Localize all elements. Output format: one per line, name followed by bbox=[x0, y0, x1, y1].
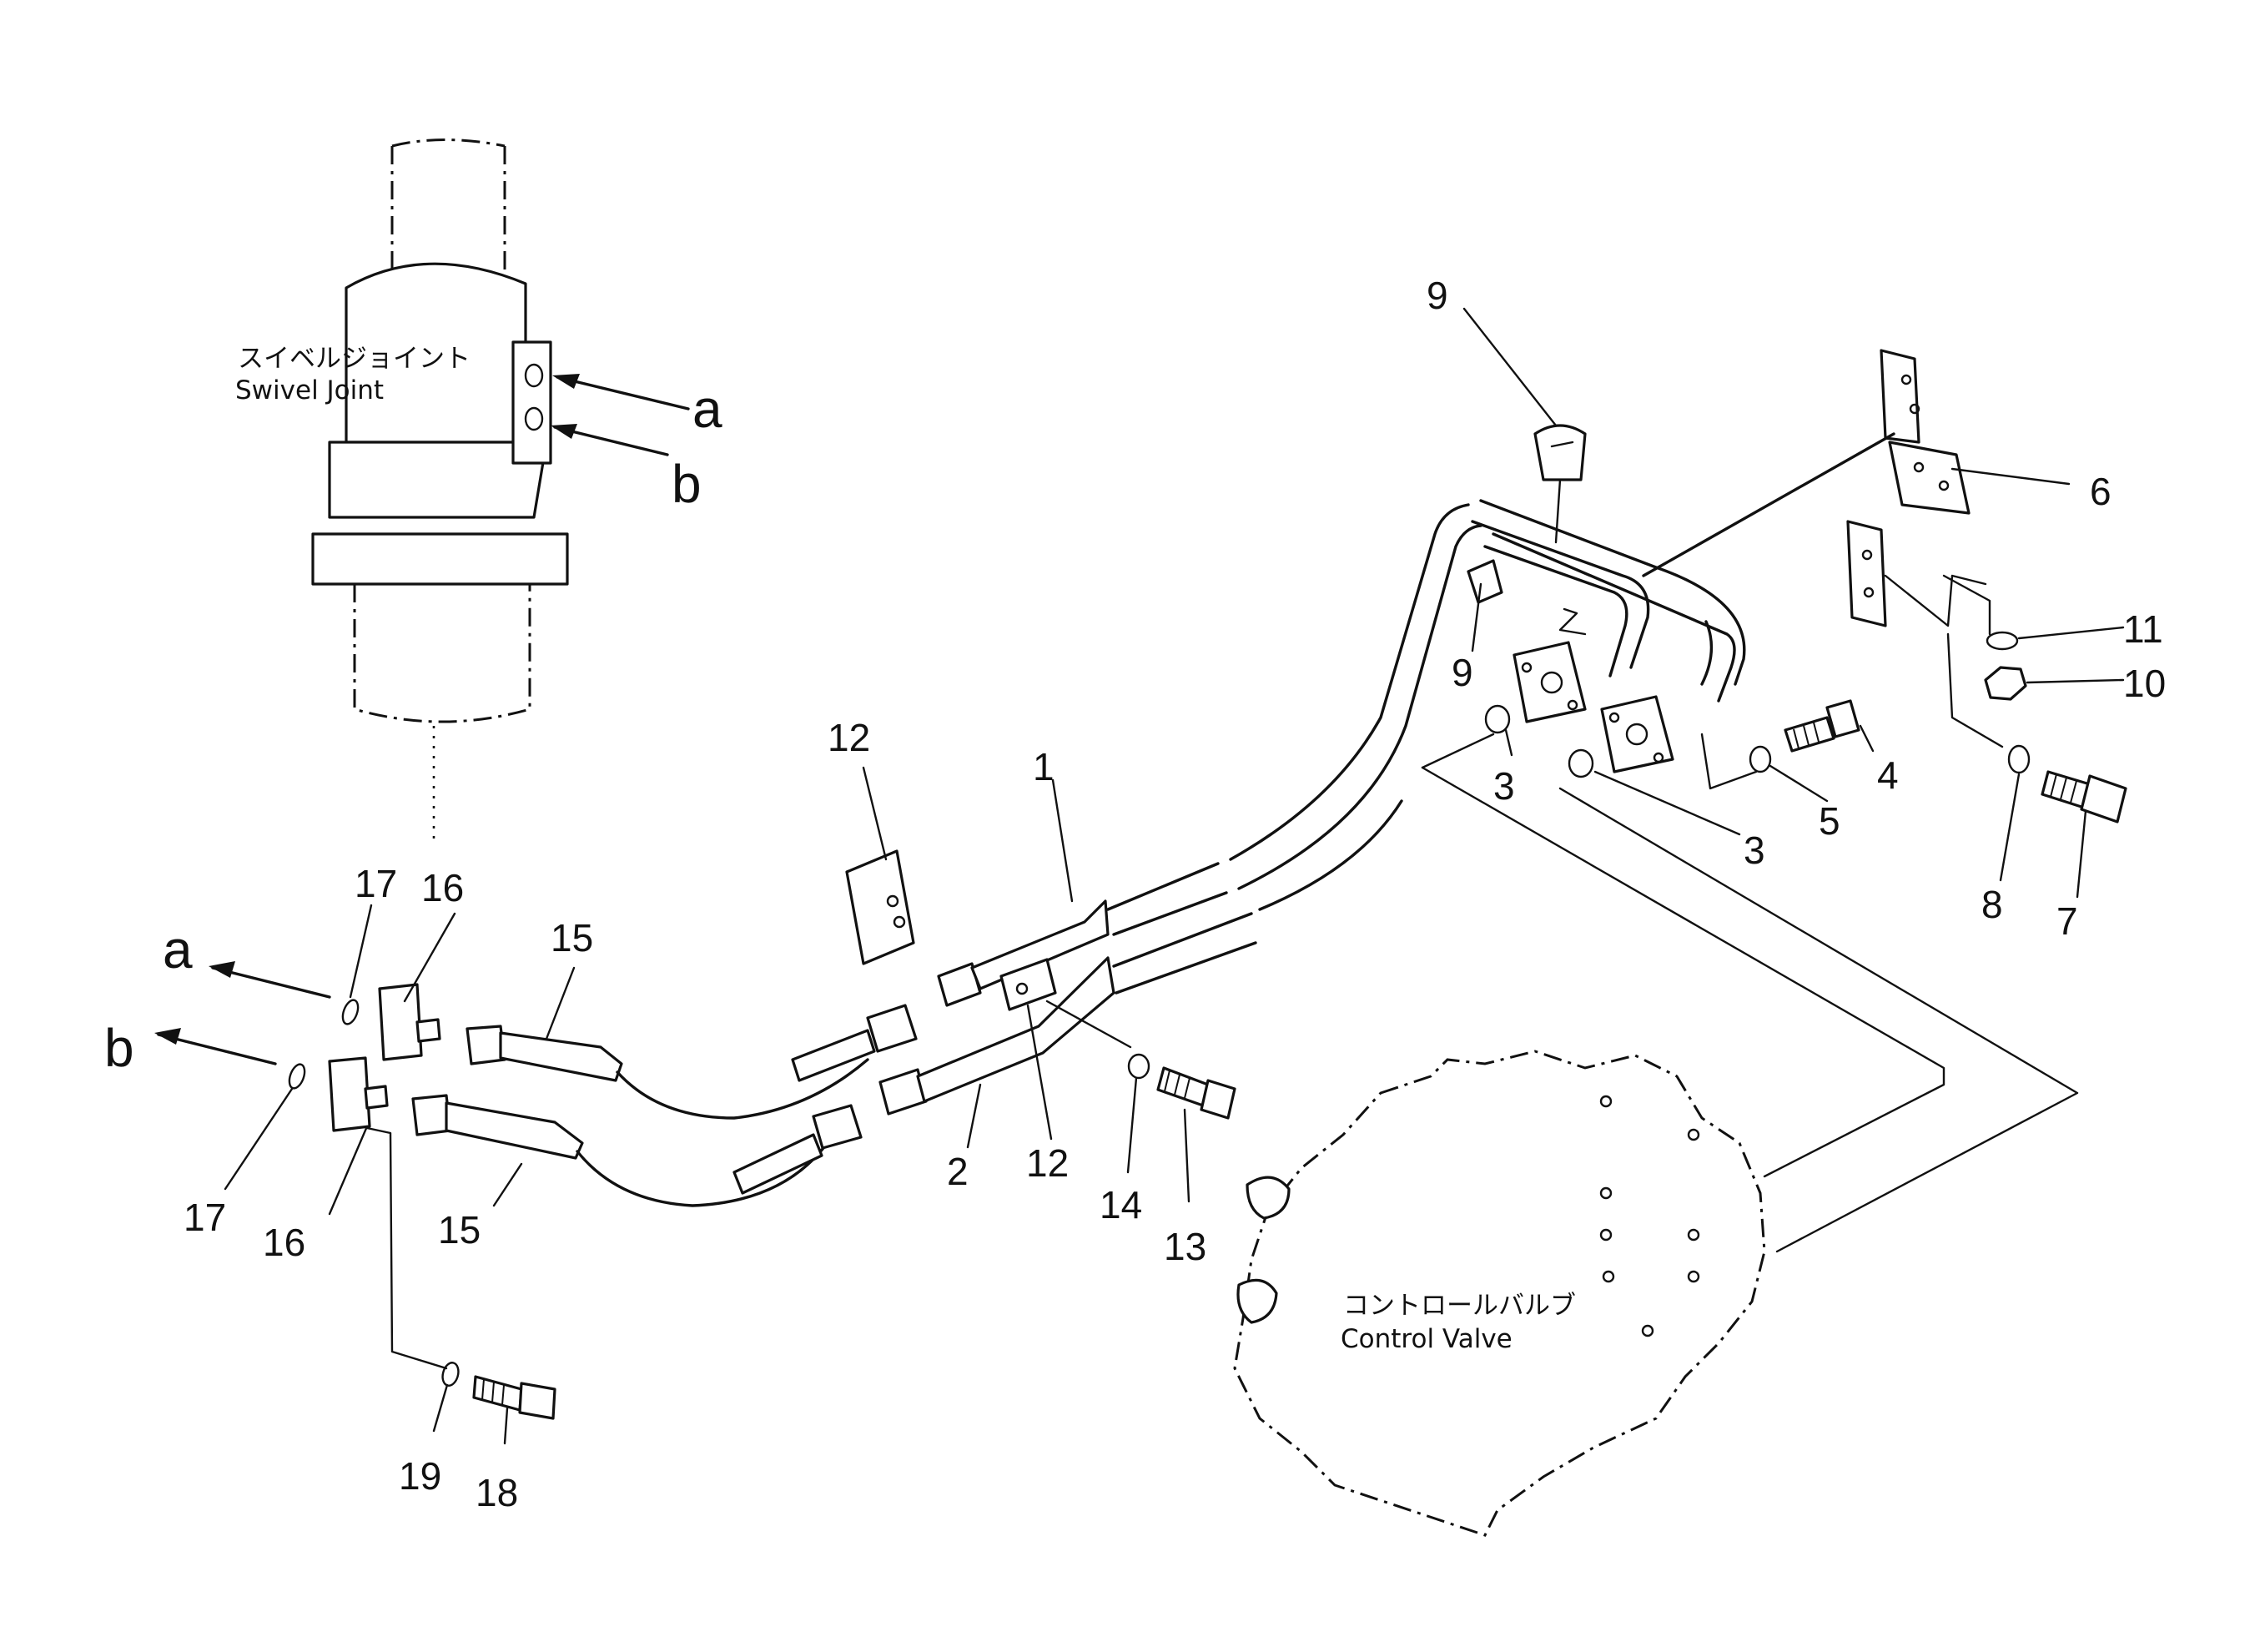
flange-16-bottom bbox=[328, 1056, 389, 1132]
leader-lines bbox=[224, 307, 2125, 1445]
callout-8: 8 bbox=[1981, 883, 2003, 926]
control-valve bbox=[1233, 1050, 1766, 1537]
callout-12-top: 12 bbox=[828, 716, 870, 759]
port-label-b-bottom: b bbox=[104, 1018, 134, 1078]
washer-8 bbox=[2007, 744, 2031, 774]
clamp-12-bottom bbox=[999, 958, 1057, 1011]
callout-14: 14 bbox=[1100, 1183, 1142, 1226]
callout-15-top: 15 bbox=[551, 916, 593, 959]
control-valve-label-jp: コントロールバルブ bbox=[1343, 1291, 1576, 1321]
callout-19: 19 bbox=[399, 1454, 441, 1498]
clamp-12-top bbox=[845, 849, 915, 965]
flange-16-top bbox=[378, 983, 441, 1061]
washer-11 bbox=[1986, 631, 2019, 651]
callout-1: 1 bbox=[1033, 745, 1055, 788]
nut-10 bbox=[1984, 666, 2027, 701]
callout-17-top: 17 bbox=[355, 862, 397, 905]
port-label-b-top: b bbox=[672, 454, 702, 514]
callout-6: 6 bbox=[2090, 470, 2112, 513]
callout-4: 4 bbox=[1877, 753, 1899, 797]
callout-3-right: 3 bbox=[1744, 829, 1765, 872]
arrow-head bbox=[552, 374, 580, 389]
hose-15-bottom bbox=[411, 1094, 863, 1207]
washer-19 bbox=[441, 1362, 460, 1387]
callout-9-bottom: 9 bbox=[1452, 651, 1473, 694]
swivel-joint-label-jp: スイベルジョイント bbox=[238, 344, 471, 374]
bolt-7 bbox=[2041, 770, 2127, 823]
bracket-6 bbox=[1846, 349, 1971, 627]
o-ring-3-left bbox=[1484, 704, 1511, 734]
callout-11: 11 bbox=[2123, 607, 2163, 651]
o-ring-17-bottom bbox=[288, 1063, 306, 1090]
elbow-9-top bbox=[1533, 424, 1587, 481]
callout-18: 18 bbox=[476, 1471, 518, 1514]
callout-2: 2 bbox=[947, 1150, 969, 1193]
callout-9-top: 9 bbox=[1427, 274, 1448, 317]
bolt-13 bbox=[1156, 1066, 1236, 1120]
port-label-a-bottom: a bbox=[163, 919, 193, 980]
pipe-1 bbox=[937, 503, 1482, 1007]
swivel-joint bbox=[311, 139, 569, 843]
callout-3-left: 3 bbox=[1493, 764, 1515, 808]
control-valve-label-en: Control Valve bbox=[1341, 1324, 1513, 1354]
arrow-head bbox=[154, 1028, 181, 1045]
elbow-9-bottom bbox=[1467, 559, 1503, 604]
arrow-head bbox=[551, 424, 577, 439]
callout-16-top: 16 bbox=[421, 866, 464, 909]
hose-15-top bbox=[466, 1004, 918, 1120]
pipe-2 bbox=[878, 799, 1403, 1116]
callout-7: 7 bbox=[2056, 899, 2078, 943]
swivel-joint-label-en: Swivel Joint bbox=[235, 375, 384, 405]
callout-10: 10 bbox=[2123, 662, 2166, 705]
flange-3-left bbox=[1513, 641, 1587, 723]
bolt-18 bbox=[472, 1375, 556, 1420]
o-ring-3-right bbox=[1568, 748, 1594, 778]
bolt-4 bbox=[1784, 699, 1860, 753]
o-ring-17-top bbox=[341, 999, 360, 1025]
arrow-head bbox=[209, 961, 235, 978]
callout-15-bottom: 15 bbox=[438, 1208, 481, 1252]
port-label-a-top: a bbox=[692, 379, 722, 439]
callout-13: 13 bbox=[1164, 1225, 1206, 1268]
callout-5: 5 bbox=[1819, 799, 1840, 843]
callout-16-bottom: 16 bbox=[263, 1221, 305, 1264]
callout-12-bottom: 12 bbox=[1026, 1141, 1069, 1185]
callout-17-bottom: 17 bbox=[184, 1196, 226, 1239]
tube-assembly bbox=[1471, 499, 1746, 703]
washer-5 bbox=[1749, 745, 1772, 773]
flange-3-right bbox=[1600, 695, 1674, 773]
washer-14 bbox=[1127, 1053, 1150, 1080]
